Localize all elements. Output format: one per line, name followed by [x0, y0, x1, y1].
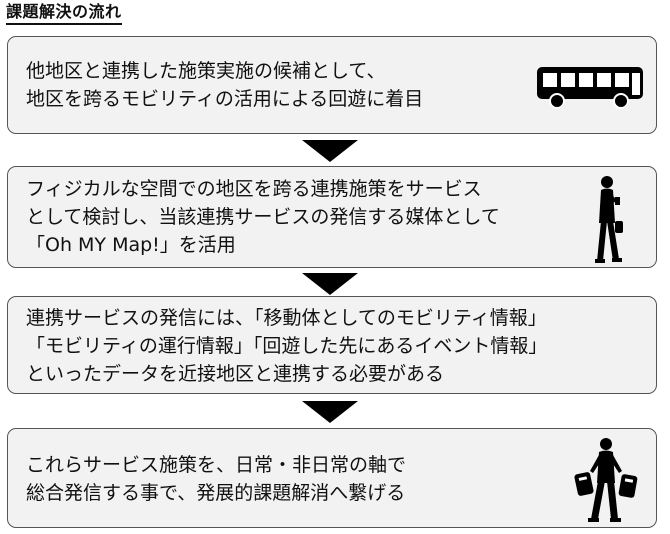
flow-arrow-1	[302, 140, 358, 162]
step-3-line-2: 「モビリティの運行情報」「回遊した先にあるイベント情報」	[26, 335, 548, 357]
step-1-text: 他地区と連携した施策実施の候補として、 地区を跨るモビリティの活用による回遊に着…	[26, 57, 423, 113]
step-2-text: フィジカルな空間での地区を跨る連携施策をサービス として検討し、当該連携サービス…	[26, 175, 500, 259]
step-3-line-1: 連携サービスの発信には、「移動体としてのモビリティ情報」	[26, 307, 547, 329]
step-box-1: 他地区と連携した施策実施の候補として、 地区を跨るモビリティの活用による回遊に着…	[7, 36, 657, 134]
traveler-with-suitcase-icon	[574, 438, 638, 522]
bus-icon	[537, 67, 643, 109]
step-1-line-2: 地区を跨るモビリティの活用による回遊に着目	[26, 88, 424, 110]
flow-arrow-2	[302, 273, 358, 295]
step-3-line-3: といったデータを近接地区と連携する必要がある	[26, 363, 445, 385]
flow-arrow-3	[302, 401, 358, 423]
step-2-line-1: フィジカルな空間での地区を跨る連携施策をサービス	[26, 178, 482, 200]
step-1-line-1: 他地区と連携した施策実施の候補として、	[26, 60, 386, 82]
walking-person-with-phone-icon	[595, 176, 623, 263]
step-3-text: 連携サービスの発信には、「移動体としてのモビリティ情報」 「モビリティの運行情報…	[26, 304, 547, 388]
step-4-text: これらサービス施策を、日常・非日常の軸で 総合発信する事で、発展的課題解消へ繋げ…	[26, 451, 406, 507]
step-4-line-1: これらサービス施策を、日常・非日常の軸で	[26, 454, 407, 476]
step-box-2: フィジカルな空間での地区を跨る連携施策をサービス として検討し、当該連携サービス…	[7, 166, 657, 268]
step-2-line-3: 「Oh MY Map!」を活用	[26, 234, 236, 256]
step-box-3: 連携サービスの発信には、「移動体としてのモビリティ情報」 「モビリティの運行情報…	[7, 296, 657, 394]
diagram-title: 課題解決の流れ	[6, 2, 122, 25]
step-2-line-2: として検討し、当該連携サービスの発信する媒体として	[26, 206, 500, 228]
step-box-4: これらサービス施策を、日常・非日常の軸で 総合発信する事で、発展的課題解消へ繋げ…	[7, 428, 657, 528]
step-4-line-2: 総合発信する事で、発展的課題解消へ繋げる	[26, 482, 406, 504]
